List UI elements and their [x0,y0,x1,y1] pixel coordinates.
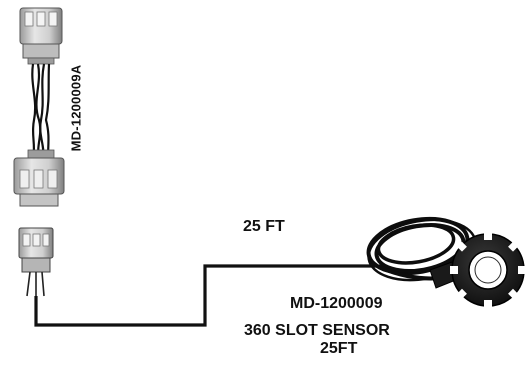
top-connector [19,7,63,65]
sensor-connector [18,227,54,297]
sensor-description-length-label: 25FT [320,340,358,357]
extension-part-number-label: MD-1200009A [68,64,84,152]
slot-sensor [429,232,526,308]
cable-route [34,264,378,327]
extension-cable [13,7,65,207]
cable-length-label: 25 FT [243,218,285,235]
bottom-connector [13,149,65,207]
sensor-cable [18,216,526,327]
sensor-description-label: 360 SLOT SENSOR [244,322,390,339]
cable-coil [366,216,477,282]
sensor-part-number-label: MD-1200009 [290,295,383,312]
wire-bundle [31,63,51,159]
